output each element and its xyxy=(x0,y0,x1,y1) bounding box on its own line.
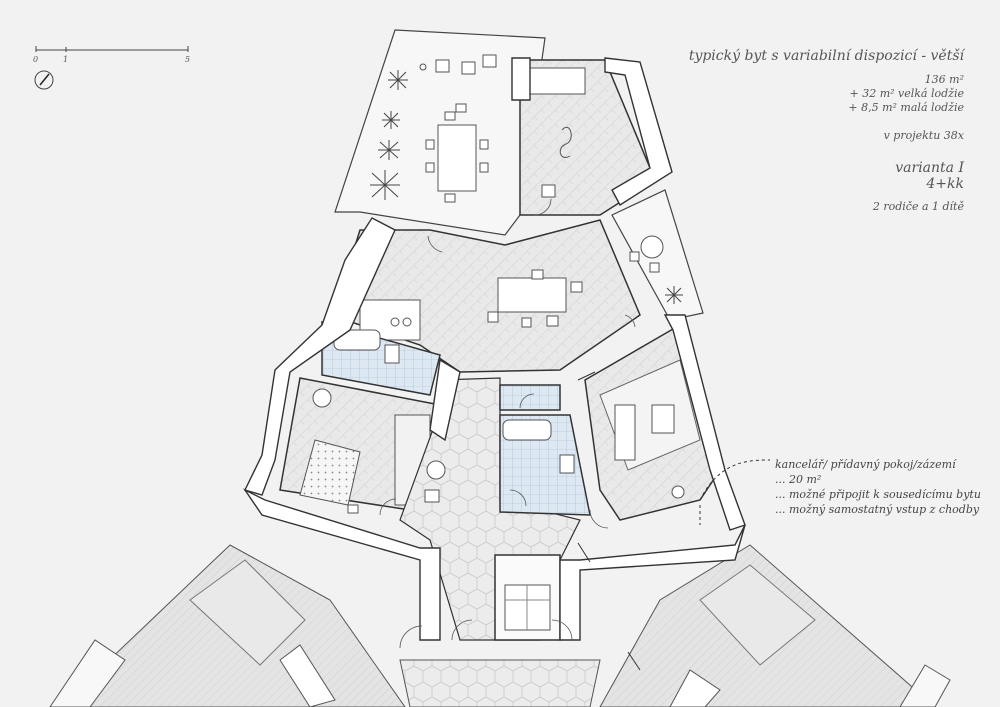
note-line-2: ... 20 m² xyxy=(775,473,822,486)
sofa xyxy=(614,404,636,461)
area-loggia-small: + 8,5 m² malá lodžie xyxy=(848,101,964,114)
dining-table xyxy=(497,277,567,313)
big-loggia xyxy=(334,29,546,236)
counter xyxy=(529,67,586,95)
bathroom-upper xyxy=(321,321,441,396)
neighbour-unit-right xyxy=(599,544,951,707)
variant-block: varianta I 4+kk xyxy=(895,160,964,192)
area-block: 136 m² + 32 m² velká lodžie + 8,5 m² mal… xyxy=(848,73,964,115)
project-count: v projektu 38x xyxy=(883,129,964,142)
door-swings xyxy=(379,198,636,649)
neighbour-unit-left xyxy=(49,544,406,707)
plant-icon xyxy=(370,70,408,200)
note-line-4: ... možný samostatný vstup z chodby xyxy=(775,503,980,516)
note-line-1: kancelář/ přídavný pokoj/zázemí xyxy=(775,458,956,471)
page-title: typický byt s variabilní dispozicí - vět… xyxy=(688,48,964,64)
living-dining xyxy=(344,219,641,373)
note-line-3: ... možné připojit k sousedícímu bytu xyxy=(775,488,981,501)
area-loggia-big: + 32 m² velká lodžie xyxy=(849,87,964,100)
office-note: kancelář/ přídavný pokoj/zázemí ... 20 m… xyxy=(775,457,981,517)
variant-label: varianta I xyxy=(895,160,964,176)
scale-label-0: 0 xyxy=(33,55,38,64)
layout-label: 4+kk xyxy=(926,176,964,192)
scale-bar: 0 1 5 xyxy=(33,46,190,64)
small-loggia xyxy=(611,189,704,321)
entry-arrows xyxy=(577,371,771,671)
scale-label-1: 1 xyxy=(63,55,68,64)
occupants-label: 2 rodiče a 1 dítě xyxy=(872,200,964,213)
stair-core xyxy=(494,554,561,641)
bathroom-lower xyxy=(499,384,591,516)
area-main: 136 m² xyxy=(924,73,964,86)
entrance-lobby xyxy=(399,659,601,707)
scale-label-5: 5 xyxy=(185,55,190,64)
north-arrow-icon xyxy=(34,70,54,90)
outer-walls xyxy=(242,57,746,641)
loggia-table xyxy=(437,124,477,192)
